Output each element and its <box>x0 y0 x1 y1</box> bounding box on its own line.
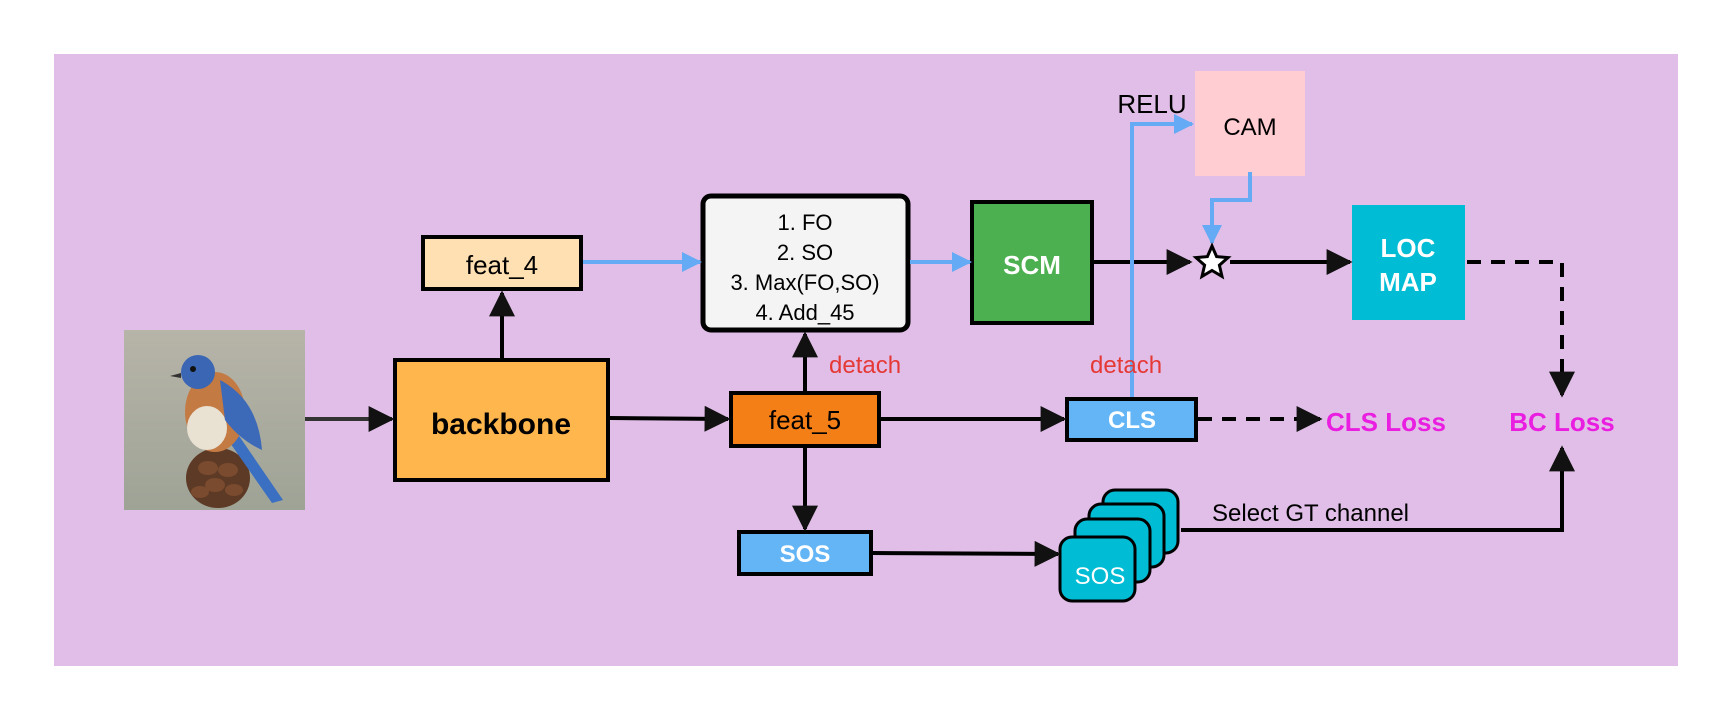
bluebird-photo-icon <box>124 330 305 510</box>
backbone-label: backbone <box>431 408 571 441</box>
loc-map-box <box>1352 205 1465 320</box>
sos-stack-label: SOS <box>1075 563 1126 590</box>
backbone-box <box>393 358 610 482</box>
op-max: 3. Max(FO,SO) <box>730 270 879 295</box>
loc-map-label-line1: LOC <box>1381 233 1436 263</box>
dashed-connectors <box>1198 260 1575 432</box>
cls-label: CLS <box>1108 407 1156 434</box>
feat4-label: feat_4 <box>466 250 538 280</box>
op-so: 2. SO <box>777 240 833 265</box>
scm-box <box>970 200 1094 325</box>
relu-label: RELU <box>1117 89 1186 119</box>
feat5-label: feat_5 <box>769 405 841 435</box>
cam-label: CAM <box>1223 114 1276 141</box>
op-fo: 1. FO <box>777 210 832 235</box>
select-gt-label: Select GT channel <box>1212 500 1409 527</box>
sos-stack <box>1058 488 1180 603</box>
cls-loss-label: CLS Loss <box>1326 407 1446 437</box>
cls-box <box>1065 397 1198 442</box>
star-icon <box>1192 242 1232 280</box>
detach-ops-label: detach <box>829 352 901 379</box>
black-connectors <box>305 249 1575 567</box>
op-add45: 4. Add_45 <box>755 300 854 325</box>
feat5-box <box>729 391 881 448</box>
detach-cls-label: detach <box>1090 352 1162 379</box>
operations-box <box>700 193 911 333</box>
sos-box-label: SOS <box>780 541 831 568</box>
cam-box <box>1195 71 1305 176</box>
loc-map-label-line2: MAP <box>1379 267 1437 297</box>
sos-box <box>737 530 873 576</box>
scm-label: SCM <box>1003 250 1061 280</box>
bc-loss-label: BC Loss <box>1509 407 1614 437</box>
blue-connectors <box>583 114 1252 397</box>
feat4-box <box>421 235 583 291</box>
